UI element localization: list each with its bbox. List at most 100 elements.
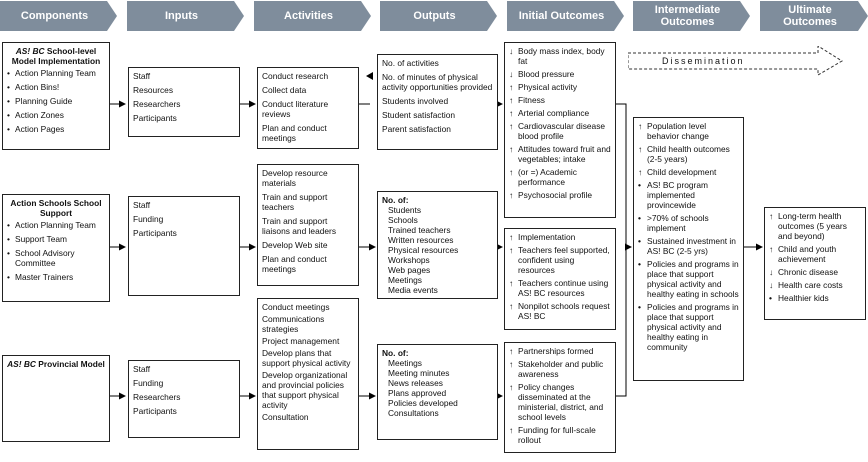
list-item: Students xyxy=(388,205,422,215)
list-item: Population level behavior change xyxy=(638,121,739,141)
list-item: AS! BC program implemented provincewide xyxy=(638,180,739,210)
list-item: Researchers xyxy=(133,392,181,402)
list-item: Child and youth achievement xyxy=(769,244,861,264)
list-item: Stakeholder and public awareness xyxy=(509,359,611,379)
header-intermediate-outcomes: Intermediate Outcomes xyxy=(633,1,750,31)
list-item: Meeting minutes xyxy=(388,368,450,378)
list-item: Develop organizational and provincial po… xyxy=(262,370,348,410)
list-item: Funding xyxy=(133,214,164,224)
list-item: Parent satisfaction xyxy=(382,124,451,134)
component-provincial-title: AS! BC Provincial Model xyxy=(7,359,105,369)
list-item: Planning Guide xyxy=(7,96,105,106)
list-item: School Advisory Committee xyxy=(7,248,105,268)
list-item: Teachers feel supported, confident using… xyxy=(509,245,611,275)
list-item: Students involved xyxy=(382,96,449,106)
component-action-schools: Action Schools School Support Action Pla… xyxy=(2,194,110,302)
list-item: Action Bins! xyxy=(7,82,105,92)
list-item: Web pages xyxy=(388,265,431,275)
list-item: Funding xyxy=(133,378,164,388)
list-item: Conduct meetings xyxy=(262,302,330,312)
list-item: Workshops xyxy=(388,255,430,265)
list-item: Media events xyxy=(388,285,438,295)
bracket-initial-outcomes xyxy=(616,103,627,397)
list-item: Action Pages xyxy=(7,124,105,134)
list-item: Train and support liaisons and leaders xyxy=(262,216,337,236)
list-item: Funding for full-scale rollout xyxy=(509,425,611,445)
list-item: Participants xyxy=(133,406,177,416)
intermediate-outcomes: Population level behavior changeChild he… xyxy=(633,117,744,381)
list-item: Teachers continue using AS! BC resources xyxy=(509,278,611,298)
header-components: Components xyxy=(0,1,117,31)
list-item: Plan and conduct meetings xyxy=(262,123,327,143)
list-item: Fitness xyxy=(509,95,611,105)
list-item: Student satisfaction xyxy=(382,110,456,120)
ultimate-outcomes: Long-term health outcomes (5 years and b… xyxy=(764,207,866,320)
list-item: Action Planning Team xyxy=(7,220,105,230)
list-item: Long-term health outcomes (5 years and b… xyxy=(769,211,861,241)
list-item: Staff xyxy=(133,200,151,210)
initial-outcomes-row3: Partnerships formedStakeholder and publi… xyxy=(504,342,616,453)
component-school-level: AS! BC School-level Model Implementation… xyxy=(2,42,110,150)
inputs-row2: Staff Funding Participants xyxy=(128,196,240,296)
dissemination-arrow-shape xyxy=(628,46,843,76)
list-item: Physical resources xyxy=(388,245,459,255)
list-item: Resources xyxy=(133,85,174,95)
list-item: Physical activity xyxy=(509,82,611,92)
list-item: Written resources xyxy=(388,235,454,245)
list-item: Schools xyxy=(388,215,418,225)
list-item: Collect data xyxy=(262,85,307,95)
list-item: Sustained investment in AS! BC (2-5 yrs) xyxy=(638,236,739,256)
list-item: Arterial compliance xyxy=(509,108,611,118)
list-item: Blood pressure xyxy=(509,69,611,79)
list-item: Action Planning Team xyxy=(7,68,105,78)
list-item: Communications strategies xyxy=(262,314,325,334)
list-item: Staff xyxy=(133,364,151,374)
list-item: News releases xyxy=(388,378,443,388)
list-item: Attitudes toward fruit and vegetables; i… xyxy=(509,144,611,164)
list-item: Trained teachers xyxy=(388,225,451,235)
inputs-row1: Staff Resources Researchers Participants xyxy=(128,67,240,137)
activities-row1: Conduct research Collect data Conduct li… xyxy=(257,67,359,149)
outputs-row2: No. of: Students Schools Trained teacher… xyxy=(377,191,498,299)
list-item: Action Zones xyxy=(7,110,105,120)
list-item: Plans approved xyxy=(388,388,447,398)
outputs-row3: No. of: Meetings Meeting minutes News re… xyxy=(377,344,498,440)
list-item: Policy changes disseminated at the minis… xyxy=(509,382,611,422)
list-item: Body mass index, body fat xyxy=(509,46,611,66)
list-item: (or =) Academic performance xyxy=(509,167,611,187)
list-item: Master Trainers xyxy=(7,272,105,282)
outputs-row2-heading: No. of: xyxy=(382,195,409,205)
feedback-arrowhead xyxy=(366,72,373,80)
list-item: Develop plans that support physical acti… xyxy=(262,348,351,368)
dissemination-label: Dissemination xyxy=(662,56,745,66)
list-item: Participants xyxy=(133,228,177,238)
list-item: Child health outcomes (2-5 years) xyxy=(638,144,739,164)
component-action-schools-title: Action Schools School Support xyxy=(10,198,102,218)
list-item: Nonpilot schools request AS! BC xyxy=(509,301,611,321)
list-item: Conduct research xyxy=(262,71,329,81)
list-item: Researchers xyxy=(133,99,181,109)
header-inputs: Inputs xyxy=(127,1,244,31)
list-item: Plan and conduct meetings xyxy=(262,254,327,274)
list-item: Project management xyxy=(262,336,340,346)
list-item: Cardiovascular disease blood profile xyxy=(509,121,611,141)
list-item: Partnerships formed xyxy=(509,346,611,356)
header-activities: Activities xyxy=(254,1,371,31)
component-school-level-title: AS! BC School-level Model Implementation xyxy=(11,46,101,66)
list-item: No. of activities xyxy=(382,58,439,68)
dissemination-arrow: Dissemination xyxy=(628,46,843,76)
list-item: Consultation xyxy=(262,412,309,422)
inputs-row3: Staff Funding Researchers Participants xyxy=(128,360,240,438)
list-item: Psychosocial profile xyxy=(509,190,611,200)
outputs-row1: No. of activities No. of minutes of phys… xyxy=(377,54,498,150)
header-initial-outcomes: Initial Outcomes xyxy=(507,1,624,31)
list-item: Staff xyxy=(133,71,151,81)
list-item: Health care costs xyxy=(769,280,861,290)
list-item: Policies and programs in place that supp… xyxy=(638,259,739,299)
list-item: Meetings xyxy=(388,275,422,285)
list-item: Develop Web site xyxy=(262,240,328,250)
list-item: Meetings xyxy=(388,358,422,368)
list-item: Consultations xyxy=(388,408,439,418)
list-item: Policies developed xyxy=(388,398,458,408)
